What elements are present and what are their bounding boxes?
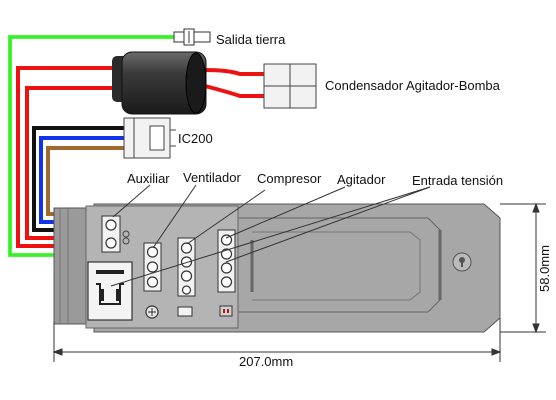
auxiliar-label: Auxiliar	[127, 171, 170, 186]
width-dimension-label: 58.0mm	[537, 245, 552, 292]
keyhole-icon	[452, 252, 472, 272]
cap-red-wire-top	[204, 68, 264, 76]
agitador-connector	[217, 229, 236, 293]
ventilador-label: Ventilador	[183, 170, 241, 185]
power-socket-icon	[87, 261, 133, 321]
entrada-label: Entrada tensión	[412, 173, 503, 188]
ic200-label: IC200	[178, 131, 213, 146]
auxiliar-connector	[101, 215, 130, 253]
capacitor-connector	[263, 63, 317, 109]
capacitor	[112, 51, 207, 115]
leader-lines	[110, 184, 431, 287]
cap-red-wire-bottom	[204, 84, 264, 98]
spade-terminal-icon	[173, 28, 211, 46]
ic200-connector	[123, 117, 176, 159]
compresor-connector	[177, 237, 196, 297]
ventilador-connector	[143, 242, 162, 292]
capacitor-label: Condensador Agitador-Bomba	[325, 78, 501, 93]
agitador-label: Agitador	[337, 172, 386, 187]
compresor-label: Compresor	[257, 171, 322, 186]
length-dimension-label: 207.0mm	[239, 354, 293, 369]
ground-label: Salida tierra	[216, 32, 286, 47]
board-components	[145, 305, 233, 319]
dimension-lines	[52, 202, 546, 362]
